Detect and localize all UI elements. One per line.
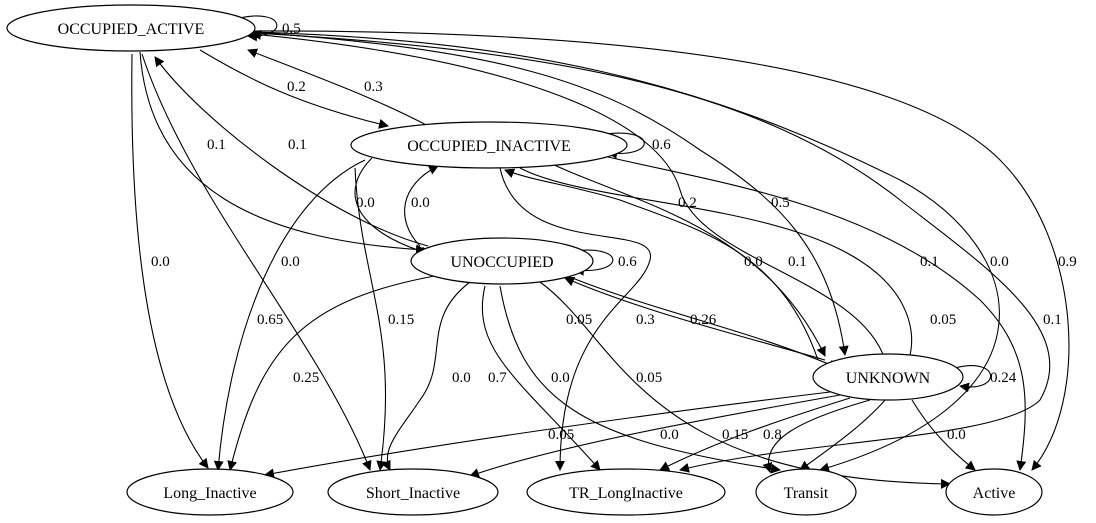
- node-active: Active: [945, 468, 1043, 516]
- edge-uk-oi: [504, 168, 819, 361]
- edge-oa-oi: [199, 49, 389, 129]
- edge-uk-oa: [251, 29, 886, 361]
- node-unoccupied-label: UNOCCUPIED: [450, 254, 553, 271]
- label-oi-si: 0.15: [388, 312, 414, 328]
- label-uk-si: 0.0: [660, 427, 679, 443]
- edge-un-oi: [404, 165, 439, 247]
- edge-uk-si: [469, 394, 841, 478]
- edge-un-si: [381, 281, 471, 471]
- label-un-transit: 0.0: [551, 370, 570, 386]
- label-oi-li: 0.65: [257, 312, 283, 328]
- node-occupied-inactive: OCCUPIED_INACTIVE: [350, 121, 628, 169]
- edge-uk-uk: [954, 365, 992, 393]
- node-active-label: Active: [973, 485, 1016, 502]
- node-tr-longinactive-label: TR_LongInactive: [569, 485, 683, 502]
- node-short-inactive-label: Short_Inactive: [366, 485, 460, 502]
- edge-uk-transit: [762, 399, 871, 473]
- label-oa-li: 0.0: [151, 254, 170, 270]
- edge-oi-transit: [519, 167, 913, 471]
- edge-uk-li: [264, 391, 831, 479]
- edge-uk-tr: [659, 397, 851, 471]
- label-oi-oi: 0.6: [652, 137, 671, 153]
- label-oa-si: 0.0: [281, 254, 300, 270]
- node-short-inactive: Short_Inactive: [327, 468, 499, 516]
- node-occupied-active: OCCUPIED_ACTIVE: [6, 4, 256, 52]
- edge-un-tr: [481, 285, 601, 471]
- node-occupied-active-label: OCCUPIED_ACTIVE: [58, 21, 205, 38]
- edges: [131, 15, 1070, 489]
- edge-un-li: [227, 274, 441, 471]
- edge-oa-transit: [251, 31, 1000, 473]
- edge-uk-un: [564, 276, 826, 361]
- edge-oi-oa: [247, 48, 433, 129]
- label-oa-oa: 0.5: [282, 21, 301, 37]
- label-oi-transit: 0.05: [930, 312, 956, 328]
- label-un-un: 0.6: [618, 254, 637, 270]
- label-oi-uk: 0.0: [744, 254, 763, 270]
- label-oi-active: 0.1: [920, 254, 939, 270]
- edge-oa-tr: [251, 32, 1051, 473]
- node-tr-longinactive: TR_LongInactive: [526, 468, 726, 516]
- node-long-inactive: Long_Inactive: [126, 468, 294, 516]
- label-oa-tr: 0.1: [1043, 312, 1062, 328]
- label-oa-oi: 0.2: [287, 79, 306, 95]
- node-transit: Transit: [755, 468, 857, 516]
- label-un-li: 0.25: [293, 370, 319, 386]
- edge-oa-active: [251, 30, 1070, 471]
- label-oa-transit: 0.0: [990, 254, 1009, 270]
- edge-un-transit: [499, 285, 781, 474]
- edge-oi-li: [213, 159, 366, 471]
- label-un-oa: 0.1: [288, 137, 307, 153]
- node-occupied-inactive-label: OCCUPIED_INACTIVE: [407, 138, 571, 155]
- edge-un-un: [567, 249, 614, 276]
- label-oi-tr-b: 0.05: [566, 312, 592, 328]
- label-oa-un: 0.1: [207, 137, 226, 153]
- edge-oa-un: [139, 51, 426, 255]
- label-oi-un: 0.0: [356, 195, 375, 211]
- node-transit-label: Transit: [784, 485, 829, 502]
- label-uk-li: 0.05: [548, 427, 574, 443]
- node-unoccupied: UNOCCUPIED: [410, 237, 594, 285]
- label-uk-transit: 0.8: [763, 427, 782, 443]
- edge-un-oa: [154, 56, 429, 247]
- edge-oa-li: [131, 53, 209, 469]
- edge-labels: 0.5 0.2 0.3 0.1 0.1 0.0 0.0 0.6 0.0 0.0 …: [151, 21, 1077, 443]
- edge-oa-si: [141, 53, 372, 471]
- label-uk-oa: 0.2: [678, 195, 697, 211]
- label-oa-uk: 0.5: [771, 195, 790, 211]
- label-uk-oi: 0.1: [788, 254, 807, 270]
- label-uk-tr: 0.15: [722, 427, 748, 443]
- label-un-oi: 0.0: [411, 195, 430, 211]
- edge-oi-tr-b: [499, 167, 651, 471]
- edge-oi-si: [354, 167, 387, 471]
- node-long-inactive-label: Long_Inactive: [163, 485, 256, 502]
- label-oa-active: 0.9: [1058, 254, 1077, 270]
- label-oi-oa: 0.3: [364, 79, 383, 95]
- edge-oi-oi: [599, 132, 645, 159]
- label-uk-uk: 0.24: [990, 370, 1017, 386]
- edge-oi-active: [599, 154, 1027, 471]
- label-uk-un: 0.26: [690, 312, 717, 328]
- edge-uk-active: [911, 399, 976, 471]
- edge-oa-uk: [251, 31, 849, 356]
- node-unknown-label: UNKNOWN: [846, 370, 931, 387]
- label-uk-active: 0.0: [947, 427, 966, 443]
- label-un-tr: 0.7: [488, 370, 507, 386]
- edge-oi-uk: [539, 157, 826, 357]
- label-un-si: 0.0: [452, 370, 471, 386]
- label-un-active: 0.05: [636, 370, 662, 386]
- label-un-uk: 0.3: [636, 312, 655, 328]
- node-unknown: UNKNOWN: [812, 353, 964, 401]
